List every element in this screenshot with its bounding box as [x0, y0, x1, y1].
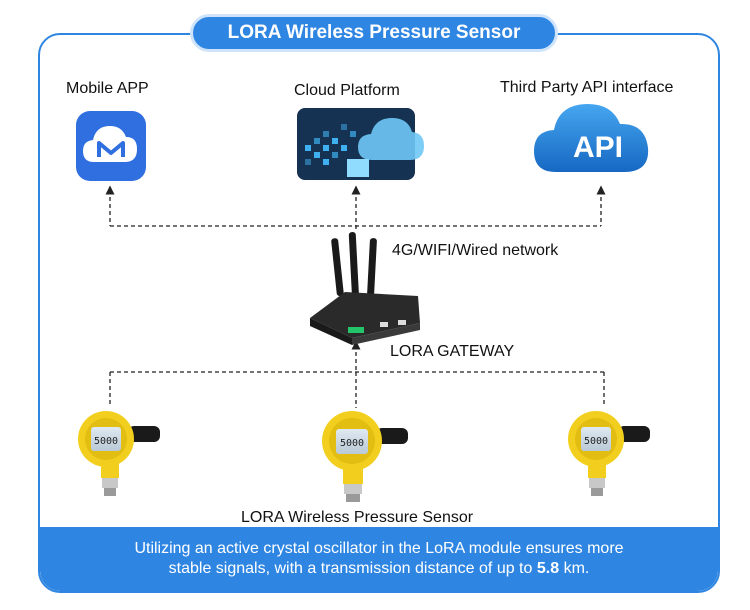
footer-distance-value: 5.8 [536, 560, 560, 577]
sensor-1-display: 5000 [94, 436, 118, 447]
footer-text: Utilizing an active crystal oscillator i… [40, 539, 718, 579]
footer-line-2: stable signals, with a transmission dist… [40, 559, 718, 579]
footer-line-2-prefix: stable signals, with a transmission dist… [168, 560, 533, 577]
mobile-app-label: Mobile APP [66, 80, 149, 97]
sensor-3-display: 5000 [584, 436, 608, 447]
cloud-platform-icon [297, 108, 424, 180]
footer-line-2-suffix: km. [563, 560, 590, 577]
sensor-2-display: 5000 [340, 438, 364, 449]
pressure-sensor-2: 5000 [322, 411, 408, 502]
m-app-icon [76, 111, 146, 181]
title-banner: LORA Wireless Pressure Sensor [190, 14, 558, 52]
pressure-sensor-3: 5000 [568, 411, 650, 496]
gateway-label: LORA GATEWAY [390, 343, 515, 360]
footer-line-1: Utilizing an active crystal oscillator i… [134, 540, 624, 557]
network-label: 4G/WIFI/Wired network [392, 242, 559, 259]
footer-band: Utilizing an active crystal oscillator i… [40, 527, 718, 591]
third-party-api-label: Third Party API interface [500, 79, 674, 96]
sensor-row-label: LORA Wireless Pressure Sensor [241, 509, 474, 526]
network-connectors [105, 185, 606, 408]
api-icon-text: API [573, 131, 623, 164]
lora-gateway-device [310, 232, 420, 345]
api-cloud-icon: API [534, 104, 649, 172]
pressure-sensor-1: 5000 [78, 411, 160, 496]
cloud-platform-label: Cloud Platform [294, 82, 400, 99]
